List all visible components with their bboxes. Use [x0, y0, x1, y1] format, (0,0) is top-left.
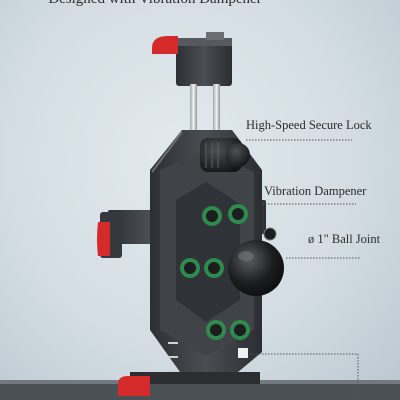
callout-secure-lock: High-Speed Secure Lock — [246, 118, 372, 132]
size-markings — [168, 342, 178, 372]
mount-body — [150, 130, 262, 372]
ball-joint — [228, 240, 284, 296]
bottom-cradle — [118, 348, 260, 396]
callout-vibration-dampener: Vibration Dampener — [264, 184, 367, 198]
top-clamp — [152, 32, 232, 86]
guide-rods — [190, 84, 220, 134]
vibration-dampeners — [180, 204, 250, 340]
callout-ball-joint: ø 1" Ball Joint — [308, 232, 381, 246]
table-surface — [0, 383, 400, 400]
callout-lines — [246, 139, 360, 400]
headline: Designed with Vibration Dampener — [0, 0, 310, 8]
secure-lock-knob — [200, 138, 250, 172]
